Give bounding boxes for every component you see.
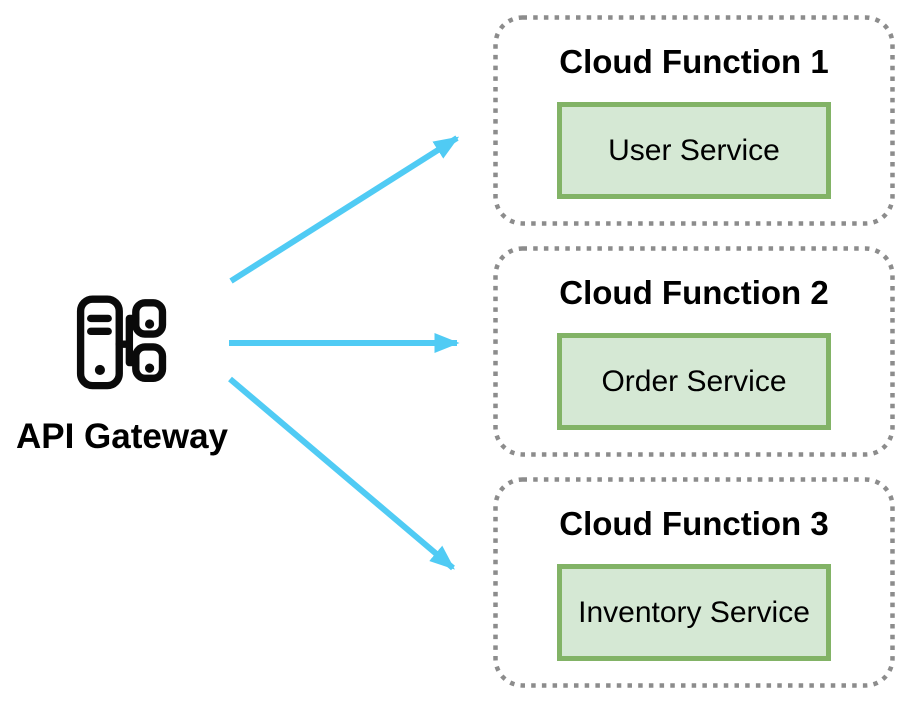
cloud-function-3-box: Cloud Function 3 Inventory Service <box>493 477 895 688</box>
order-service-label: Order Service <box>601 364 787 398</box>
dotted-border <box>493 246 895 457</box>
cloud-function-3-title: Cloud Function 3 <box>559 505 829 542</box>
inventory-service-label: Inventory Service <box>578 595 810 629</box>
dotted-border <box>493 477 895 688</box>
cloud-function-2-title: Cloud Function 2 <box>559 274 829 311</box>
inventory-service-node: Inventory Service <box>557 564 831 661</box>
arrow-gateway-to-function-3 <box>228 376 455 571</box>
user-service-node: User Service <box>557 102 831 199</box>
cloud-function-1-box: Cloud Function 1 User Service <box>493 15 895 226</box>
cloud-function-2-box: Cloud Function 2 Order Service <box>493 246 895 457</box>
api-gateway-node: API Gateway <box>2 292 242 457</box>
order-service-node: Order Service <box>557 333 831 430</box>
user-service-label: User Service <box>608 133 780 167</box>
api-gateway-label: API Gateway <box>15 417 229 456</box>
dotted-border <box>493 15 895 226</box>
arrow-gateway-to-function-1 <box>229 135 460 284</box>
gateway-server-icon <box>76 295 167 390</box>
cloud-function-1-title: Cloud Function 1 <box>559 43 829 80</box>
